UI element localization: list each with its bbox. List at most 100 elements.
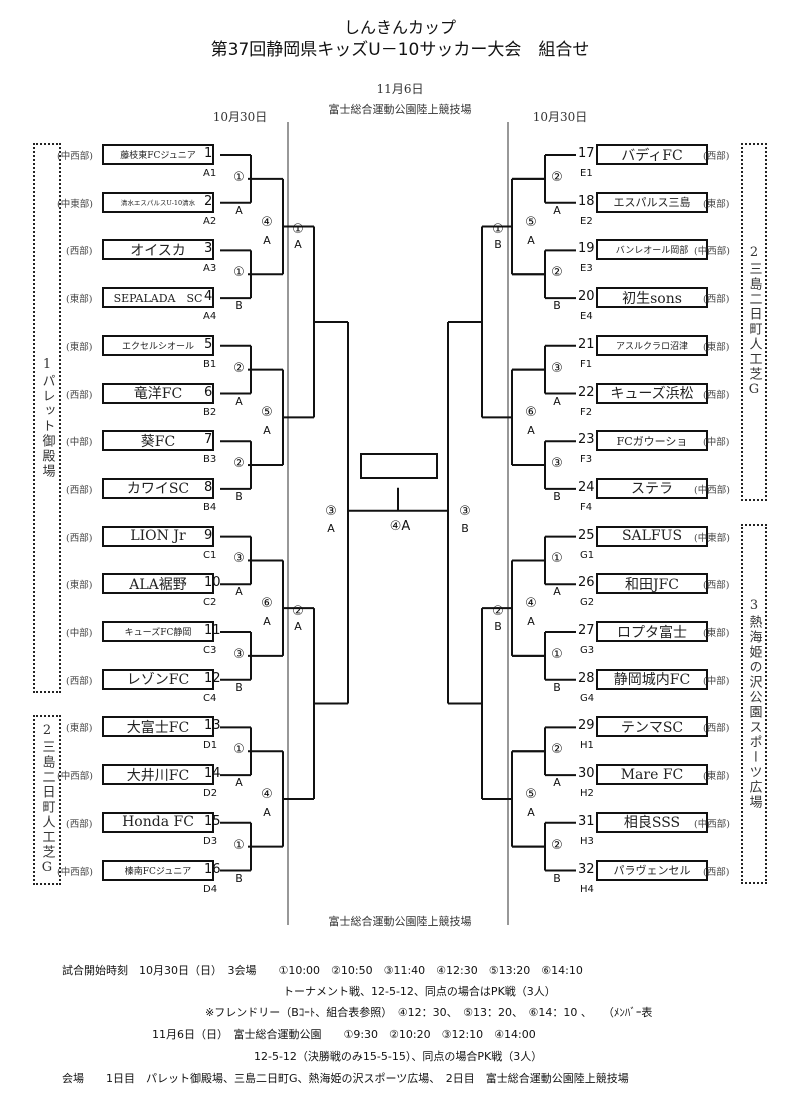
- round1-time: ①: [551, 551, 563, 567]
- footer-line6: 会場 1日目 パレット御殿場、三島二日町G、熱海姫の沢スポーツ広場、 2日目 富…: [62, 1072, 629, 1085]
- team-name-box: SALFUS: [596, 525, 708, 547]
- team-name-box: オイスカ: [102, 239, 214, 261]
- final-venue-top: 富士総合運動公園陸上競技場: [328, 103, 472, 116]
- team-number: 1: [204, 146, 213, 161]
- team-name-box: Mare FC: [596, 764, 708, 786]
- right-date: 10月30日: [532, 110, 588, 124]
- venue-label: 2三島二日町人工芝G: [39, 723, 55, 877]
- team-code: C1: [203, 549, 217, 561]
- team-number: 21: [578, 336, 595, 352]
- team-code: H2: [580, 788, 594, 800]
- team-region: (中西部): [57, 151, 93, 162]
- team-code: F2: [580, 406, 593, 418]
- team-region: (中西部): [57, 771, 93, 783]
- team-name-box: SEPALADA SC: [102, 287, 214, 309]
- team-name-box: ロプタ富士: [596, 621, 708, 642]
- team-region: (西部): [703, 294, 730, 306]
- team-code: E4: [580, 311, 593, 323]
- round1-court: B: [553, 871, 561, 885]
- team-number: 22: [578, 384, 595, 400]
- team-code: B4: [203, 501, 217, 513]
- round1-time: ②: [233, 456, 245, 472]
- team-number: 7: [204, 432, 213, 448]
- team-number: 29: [578, 718, 595, 734]
- team-name-box: 初生sons: [596, 287, 708, 309]
- team-region: (西部): [703, 723, 730, 735]
- round1-time: ②: [551, 169, 563, 185]
- team-number: 14: [204, 766, 221, 782]
- team-region: (西部): [703, 580, 730, 592]
- team-code: A4: [203, 311, 217, 323]
- team-region: (東部): [66, 723, 93, 735]
- team-region: (中西部): [57, 866, 93, 878]
- team-region: (中東部): [694, 532, 730, 544]
- team-number: 17: [578, 146, 595, 161]
- round1-time: ②: [551, 742, 563, 758]
- team-name-box: 葵FC: [102, 430, 214, 452]
- team-region: (西部): [703, 389, 730, 401]
- round1-court: B: [235, 299, 243, 313]
- round1-court: A: [235, 585, 243, 599]
- round2-time: ④: [525, 596, 537, 612]
- round1-court: B: [553, 489, 561, 503]
- round1-court: A: [235, 776, 243, 790]
- team-name-box: エクセルシオール: [102, 334, 214, 356]
- team-code: G4: [580, 692, 595, 704]
- team-region: (西部): [66, 532, 93, 544]
- round2-time: ⑤: [525, 786, 537, 802]
- round2-court: A: [527, 424, 535, 438]
- team-code: A1: [203, 168, 217, 179]
- team-code: F3: [580, 454, 593, 466]
- team-number: 31: [578, 813, 595, 829]
- team-code: H1: [580, 740, 594, 752]
- team-name-box: 大富士FC: [102, 716, 214, 738]
- team-number: 4: [204, 289, 213, 305]
- round1-court: A: [553, 776, 561, 790]
- quarter-time: ①: [492, 221, 504, 237]
- round2-court: A: [527, 615, 535, 629]
- quarter-time: ②: [492, 603, 504, 619]
- team-number: 20: [578, 289, 595, 305]
- round1-court: B: [235, 489, 243, 503]
- round1-time: ①: [233, 169, 245, 185]
- team-code: H3: [580, 835, 594, 847]
- footer-line3: ※フレンドリー（Bｺｰﾄ、組合表参照） ④12：30、 ⑤13：20、 ⑥14：…: [205, 1006, 653, 1019]
- venue-box-left-top: 1パレット御殿場: [33, 143, 61, 693]
- round1-time: ①: [551, 646, 563, 662]
- team-name-box: 大井川FC: [102, 764, 214, 786]
- round2-time: ④: [261, 786, 273, 802]
- round1-court: B: [235, 680, 243, 694]
- team-number: 23: [578, 432, 595, 448]
- team-code: E3: [580, 263, 593, 275]
- team-code: D4: [203, 883, 218, 895]
- team-region: (東部): [66, 294, 93, 306]
- team-region: (中西部): [694, 818, 730, 830]
- team-name-box: Honda FC: [102, 811, 214, 833]
- quarter-court: B: [494, 237, 502, 251]
- team-name-box: ALA裾野: [102, 573, 214, 595]
- team-name-box: パラヴェンセル: [596, 859, 708, 881]
- team-number: 3: [204, 241, 213, 257]
- team-number: 13: [204, 718, 221, 734]
- team-code: E1: [580, 168, 593, 179]
- team-region: (東部): [66, 341, 93, 353]
- venue-box-right-top: 2三島二日町人工芝G: [741, 143, 767, 501]
- team-region: (西部): [66, 818, 93, 830]
- team-code: B3: [203, 454, 217, 466]
- team-region: (中西部): [694, 484, 730, 496]
- team-region: (中東部): [57, 198, 93, 210]
- team-code: E2: [580, 215, 593, 227]
- team-region: (西部): [703, 866, 730, 878]
- team-number: 16: [204, 861, 221, 877]
- team-region: (西部): [66, 246, 93, 258]
- round1-court: A: [235, 203, 243, 217]
- team-code: B1: [203, 358, 217, 370]
- round1-time: ③: [233, 646, 245, 662]
- round2-time: ⑥: [261, 596, 273, 612]
- team-name-box: 榛南FCジュニア: [102, 859, 214, 881]
- left-date: 10月30日: [212, 110, 268, 124]
- team-region: (中西部): [694, 246, 730, 258]
- team-number: 5: [204, 336, 213, 352]
- round1-court: B: [235, 871, 243, 885]
